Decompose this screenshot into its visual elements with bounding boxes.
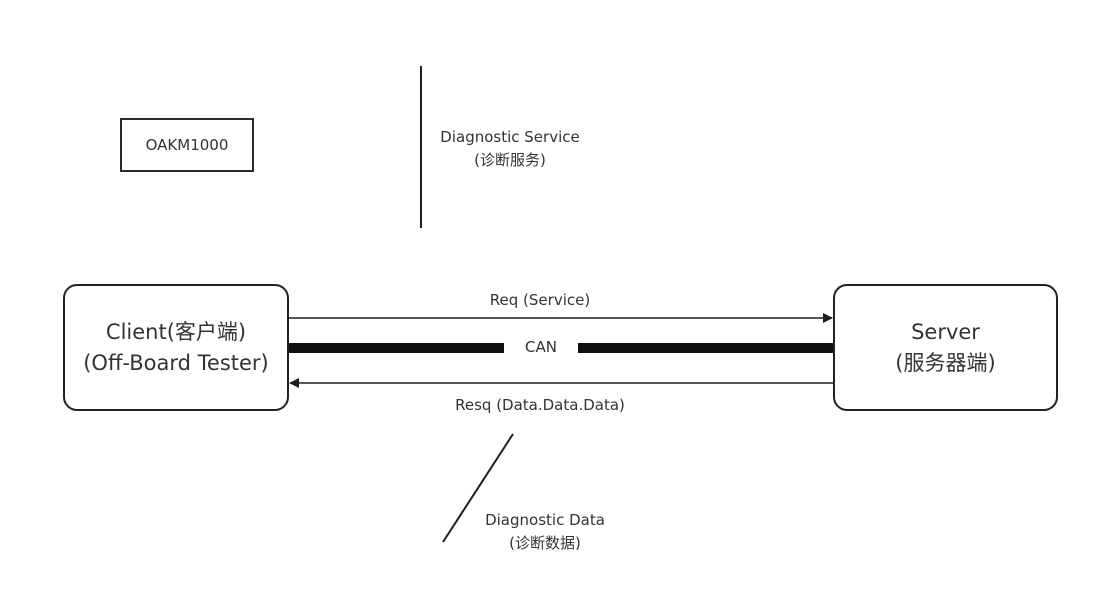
can-bus-label: CAN	[525, 338, 557, 356]
can-bus-left-segment	[289, 343, 504, 353]
diagnostic-service-label: Diagnostic Service (诊断服务)	[430, 126, 590, 172]
diagnostic-data-title: Diagnostic Data	[485, 511, 605, 529]
diagnostic-service-subtitle: (诊断服务)	[474, 151, 546, 169]
device-label: OAKM1000	[145, 136, 229, 154]
diagnostic-service-title: Diagnostic Service	[440, 128, 580, 146]
response-label: Resq (Data.Data.Data)	[455, 396, 625, 414]
server-title: Server	[911, 319, 980, 344]
server-subtitle: (服务器端)	[895, 350, 996, 375]
client-title: Client(客户端)	[105, 319, 247, 344]
client-box: Client(客户端) (Off-Board Tester)	[63, 284, 289, 411]
diagnostic-data-subtitle: (诊断数据)	[509, 534, 581, 552]
request-label: Req (Service)	[489, 291, 591, 309]
can-bus-right-segment	[578, 343, 834, 353]
data-pointer-line	[442, 433, 514, 543]
client-subtitle: (Off-Board Tester)	[83, 350, 269, 375]
server-box: Server (服务器端)	[833, 284, 1058, 411]
diagnostic-data-label: Diagnostic Data (诊断数据)	[470, 509, 620, 555]
device-box: OAKM1000	[120, 118, 254, 172]
